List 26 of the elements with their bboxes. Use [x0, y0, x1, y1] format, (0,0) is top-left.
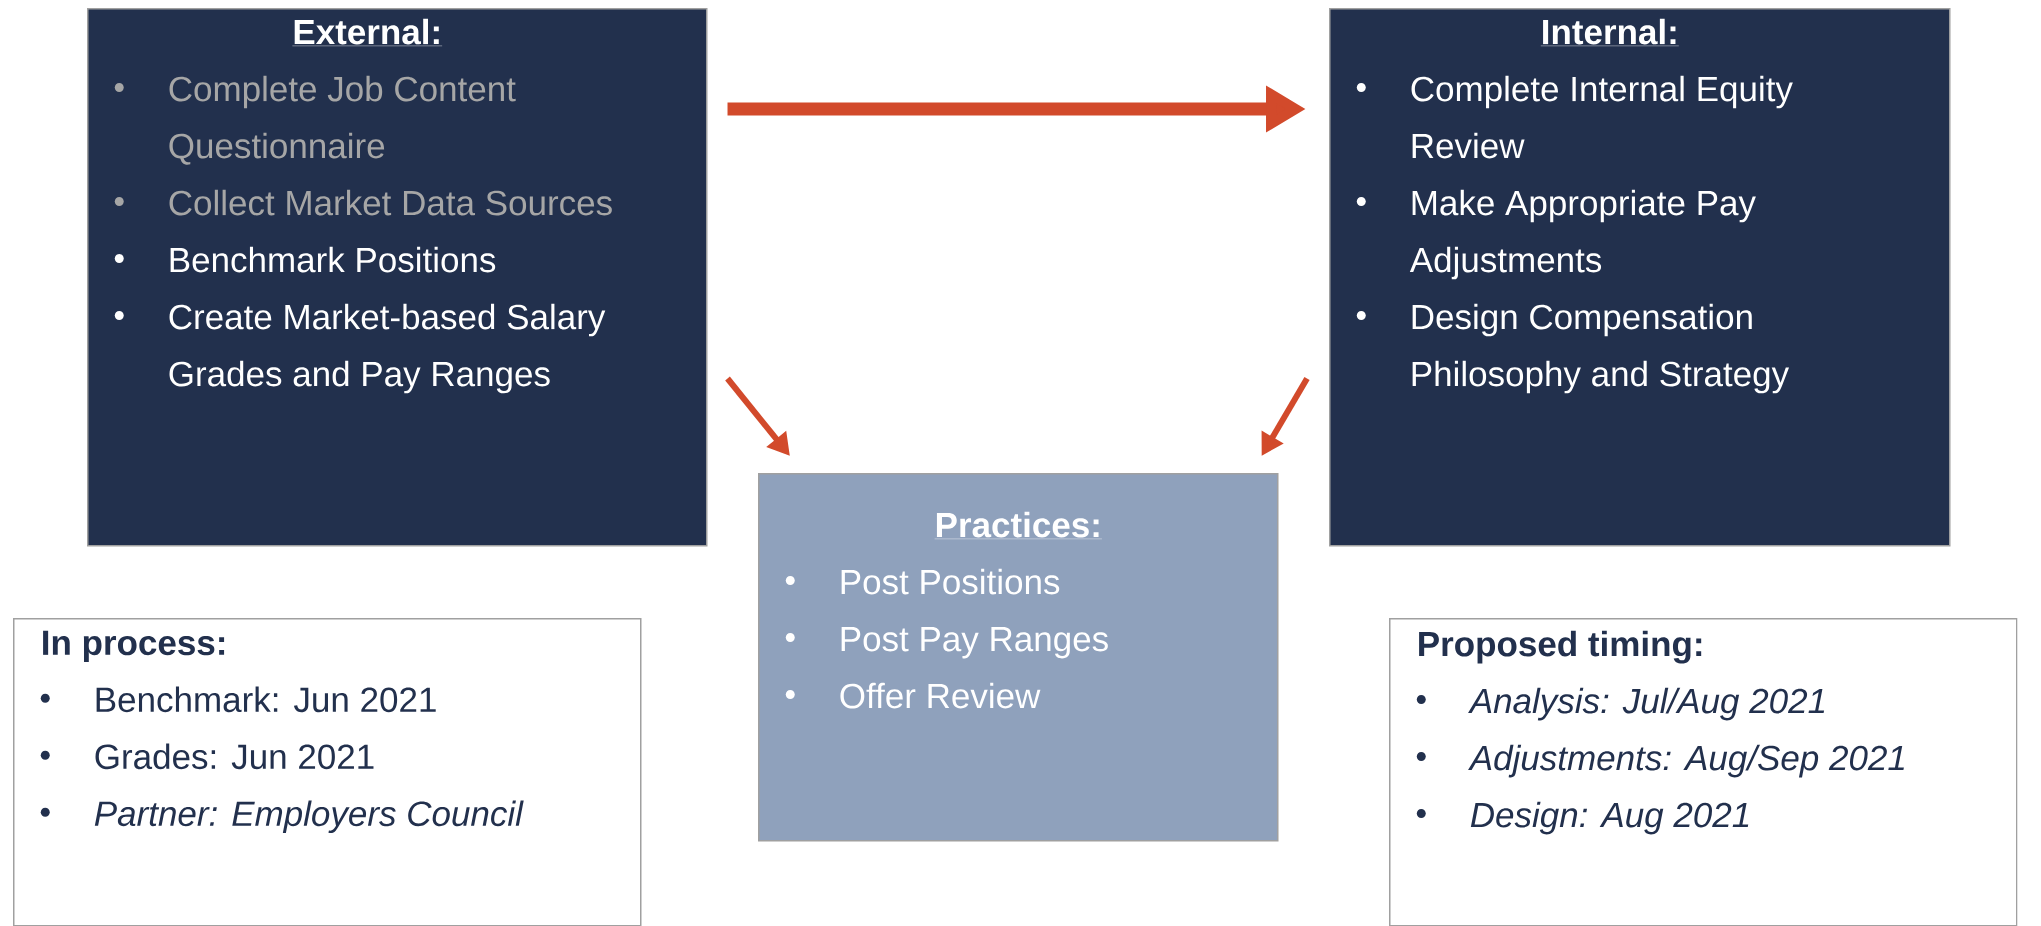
heading: External:: [292, 18, 443, 47]
info-box: [1329, 8, 1951, 547]
heading: In process:: [43, 630, 225, 663]
list-item: Collect Market Data Sources: [169, 189, 612, 216]
list-item: Post Pay Ranges: [841, 627, 1108, 659]
heading: Proposed timing:: [1419, 630, 1702, 664]
list-item: Offer Review: [840, 682, 1041, 709]
list-item: Grades: Jun 2021: [95, 743, 374, 770]
note-box: [13, 618, 642, 926]
list-item: Design: Aug 2021: [1470, 801, 1749, 835]
list-item: Make Appropriate Pay Adjustments: [1409, 189, 1756, 280]
practice-box: [758, 473, 1279, 842]
list-item: Partner: Employers Council: [94, 800, 524, 834]
heading: Practices:: [934, 511, 1103, 540]
list-item: Adjustments: Aug/Sep 2021: [1468, 744, 1904, 778]
list-item: Complete Internal Equity Review: [1411, 75, 1793, 159]
list-item: Benchmark Positions: [170, 246, 496, 273]
note-box: [1389, 618, 2018, 926]
info-box: [87, 8, 708, 547]
list-item: Post Positions: [841, 568, 1060, 595]
list-item: Analysis: Jul/Aug 2021: [1468, 687, 1825, 721]
list-item: Complete Job Content Questionnaire: [169, 75, 516, 165]
list-item: Design Compensation Philosophy and Strategy: [1412, 303, 1790, 394]
list-item: Create Market-based Salary Grades and Pay Ranges: [169, 303, 606, 394]
list-item: Benchmark: Jun 2021: [96, 686, 436, 713]
heading: Internal:: [1540, 18, 1679, 47]
